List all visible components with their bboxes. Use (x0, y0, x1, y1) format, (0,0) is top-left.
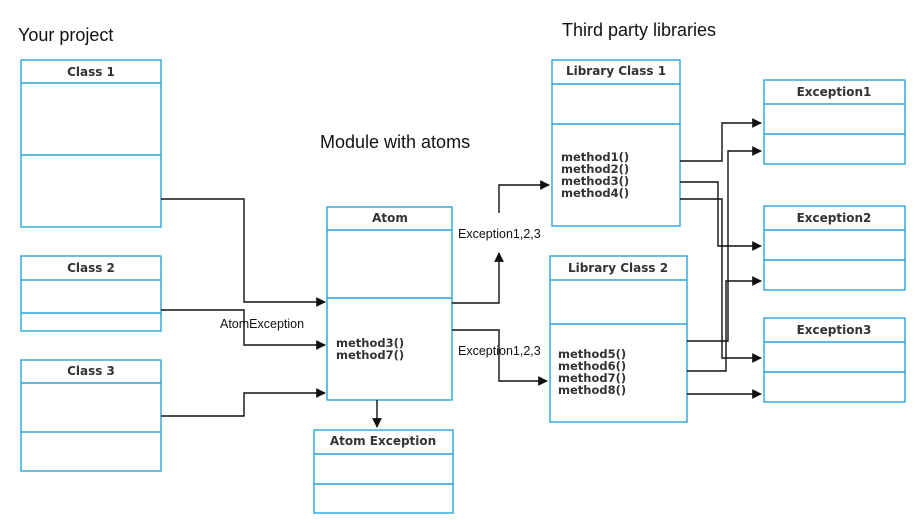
edge-lib1-method3-to-exception2 (680, 181, 762, 251)
edge-lib1-method1-to-exception1 (680, 118, 762, 162)
third-party-libraries-title: Third party libraries (562, 20, 716, 40)
edge-lib2-method5-to-exception1 (687, 146, 762, 342)
atom-exception-title: Atom Exception (330, 434, 436, 448)
library-class1-method-2: method2() (561, 162, 629, 176)
edge-lib2-method7-to-exception2 (687, 276, 762, 372)
exception1-title: Exception1 (797, 85, 872, 99)
class2-title: Class 2 (67, 261, 115, 275)
edge-class1-to-atom (161, 198, 326, 307)
lib2-exceptions-edge-label: Exception1,2,3 (458, 344, 541, 358)
class1-title: Class 1 (67, 65, 115, 79)
library-class1-box[interactable]: Library Class 1 method1() method2() meth… (551, 59, 681, 227)
edge-class3-to-atom (161, 388, 326, 417)
library-class2-method-8: method8() (558, 383, 626, 397)
exception3-box[interactable]: Exception3 (763, 317, 906, 403)
your-project-title: Your project (18, 25, 113, 45)
edge-atom-to-library-class1 (498, 180, 550, 213)
library-class1-title: Library Class 1 (566, 64, 666, 78)
module-with-atoms-title: Module with atoms (320, 132, 470, 152)
class1-box[interactable]: Class 1 (20, 59, 162, 228)
edge-atom-to-library-class1-up (452, 252, 504, 304)
edge-lib1-method4-to-exception3 (680, 198, 762, 363)
atom-box[interactable]: Atom method3() method7() (326, 206, 453, 401)
class3-title: Class 3 (67, 364, 115, 378)
library-class1-method-4: method4() (561, 186, 629, 200)
atom-exception-edge-label: AtomException (220, 317, 304, 331)
library-class2-title: Library Class 2 (568, 261, 668, 275)
atom-title: Atom (372, 211, 408, 225)
atom-method-3: method3() (336, 336, 404, 350)
library-class1-method-3: method3() (561, 174, 629, 188)
exception3-title: Exception3 (797, 323, 872, 337)
library-class2-method-5: method5() (558, 347, 626, 361)
library-class1-method-1: method1() (561, 150, 629, 164)
library-class2-method-7: method7() (558, 371, 626, 385)
exception1-box[interactable]: Exception1 (763, 79, 906, 165)
library-class2-method-6: method6() (558, 359, 626, 373)
edge-atom-to-library-class2 (452, 329, 548, 386)
class3-box[interactable]: Class 3 (20, 359, 162, 472)
exception2-title: Exception2 (797, 211, 872, 225)
class2-box[interactable]: Class 2 (20, 255, 162, 332)
edge-class2-to-atom (161, 309, 326, 350)
exception2-box[interactable]: Exception2 (763, 205, 906, 291)
library-class2-box[interactable]: Library Class 2 method5() method6() meth… (549, 255, 688, 423)
atom-method-7: method7() (336, 348, 404, 362)
lib1-exceptions-edge-label: Exception1,2,3 (458, 227, 541, 241)
atom-exception-box[interactable]: Atom Exception (313, 429, 454, 514)
